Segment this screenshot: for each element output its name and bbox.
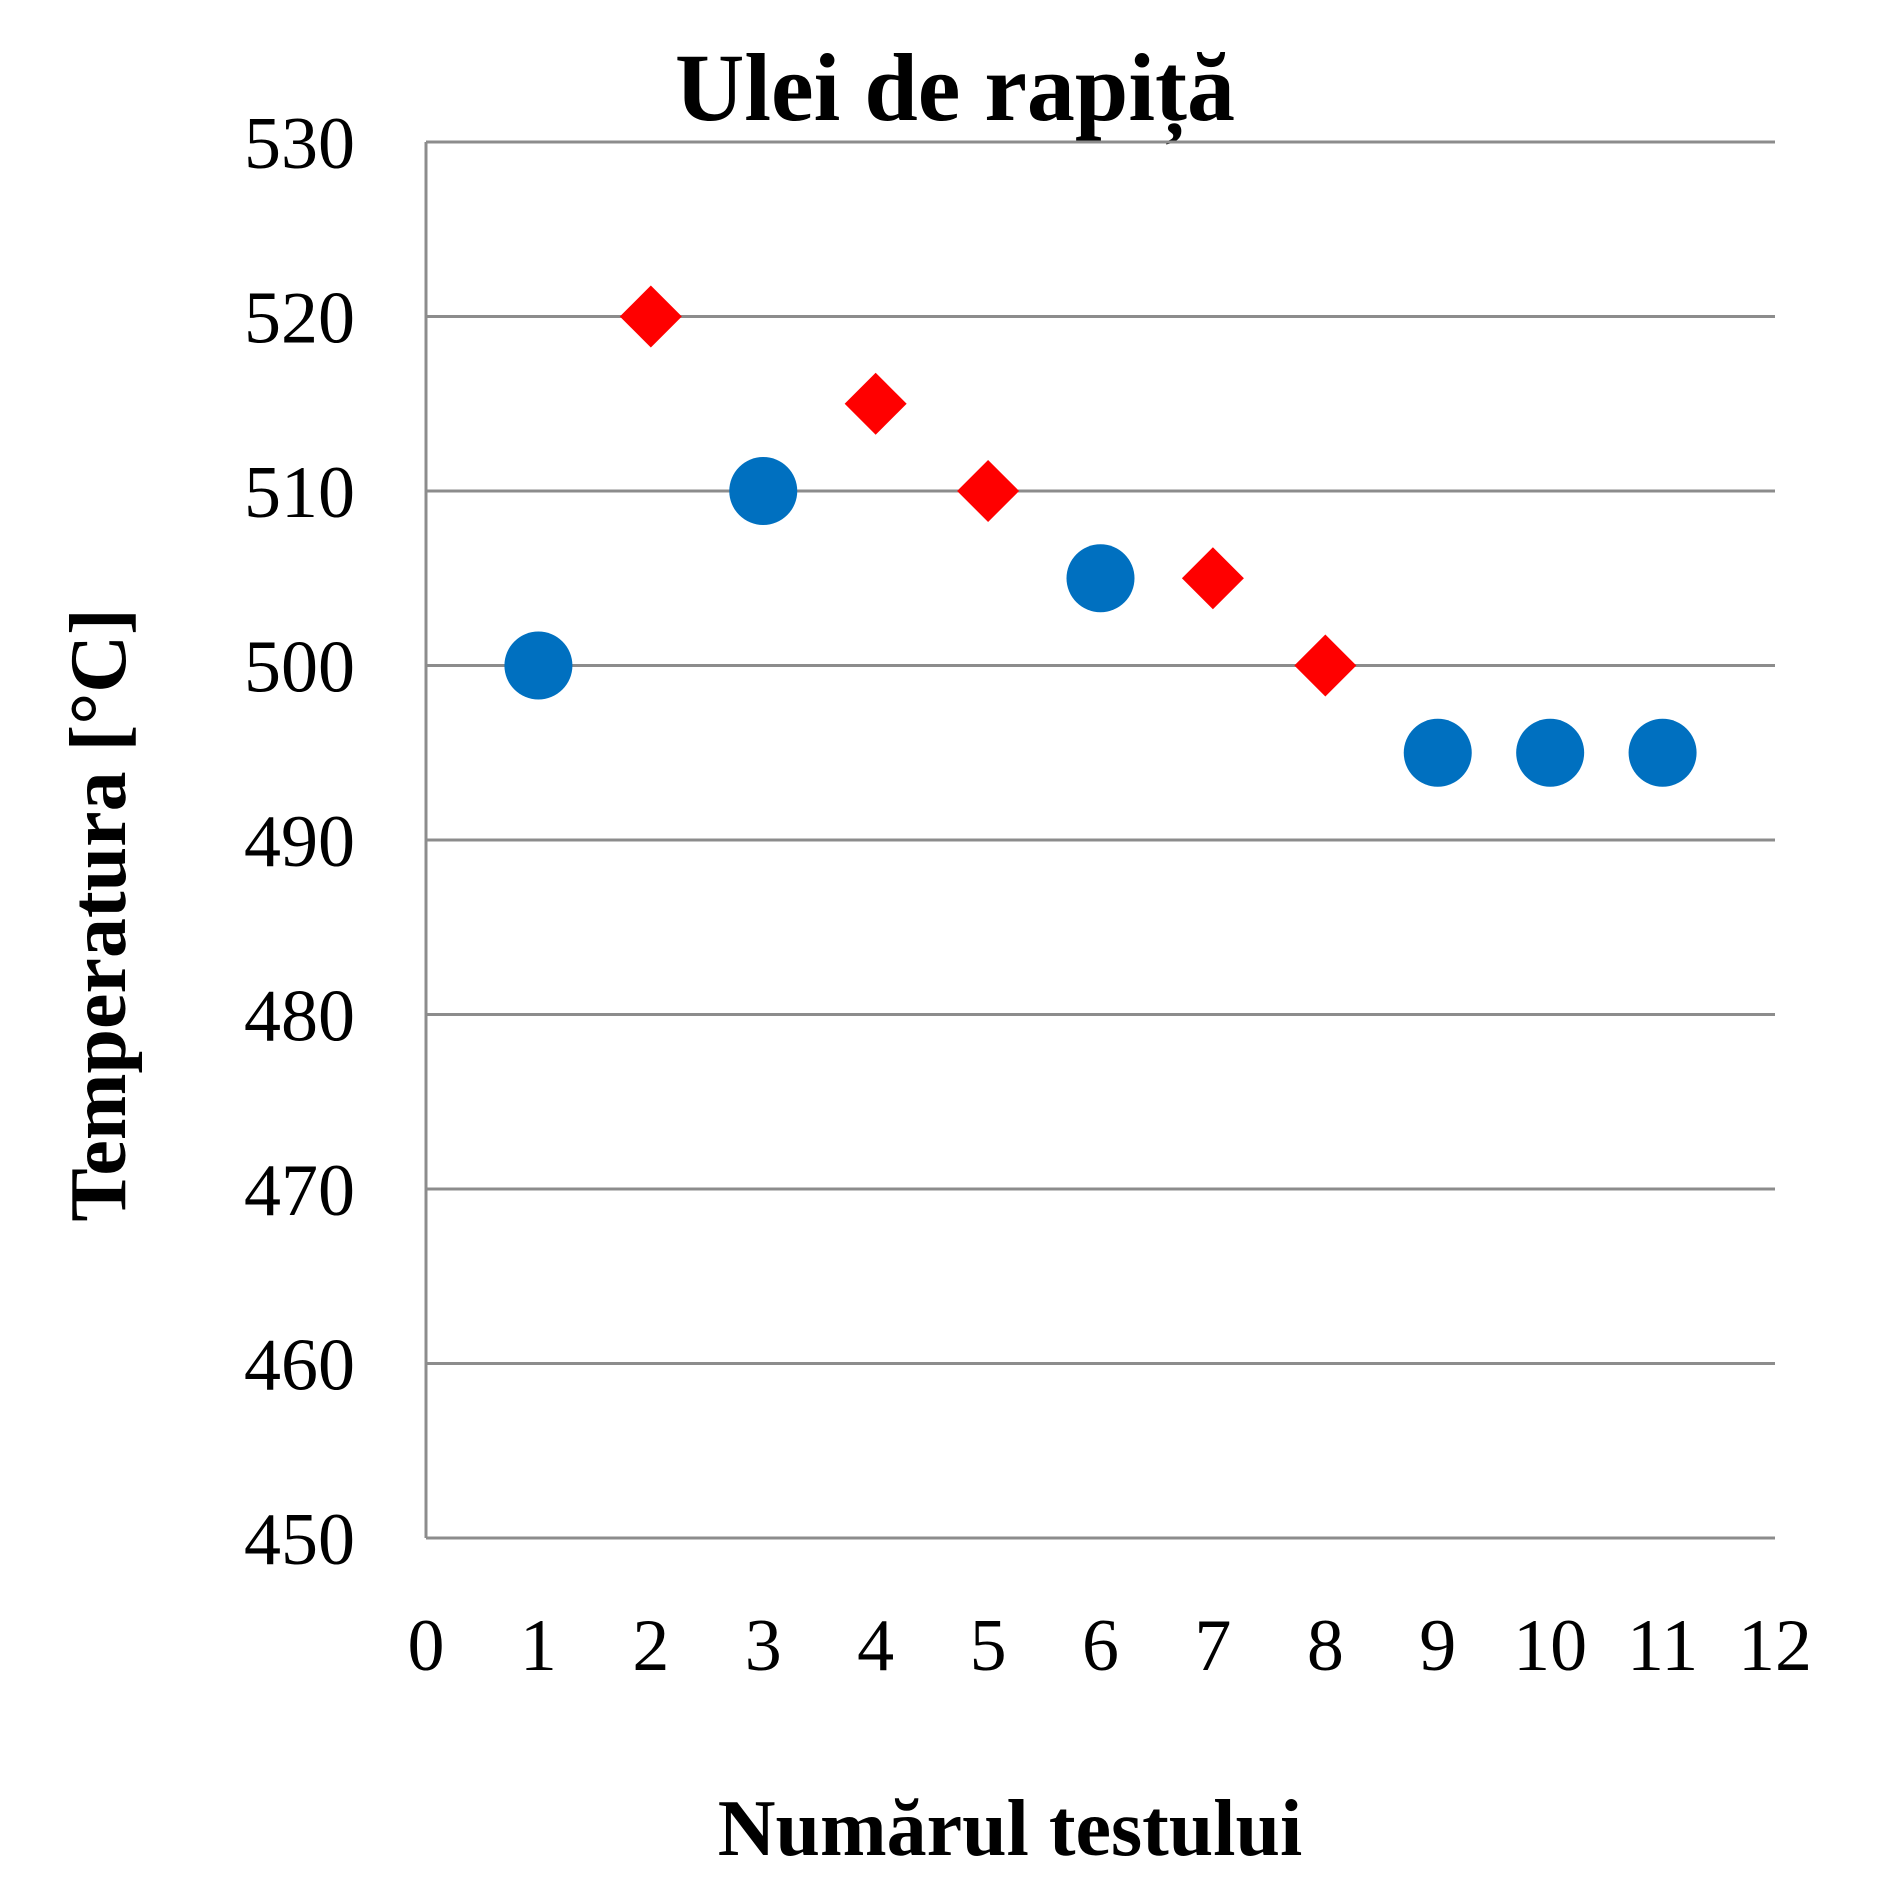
x-tick-label-10: 10 [1513, 1605, 1587, 1687]
x-tick-label-6: 6 [1082, 1605, 1119, 1687]
y-axis-label: Temperatura [°C] [55, 608, 143, 1221]
x-tick-label-9: 9 [1419, 1605, 1456, 1687]
point-diamond-5 [957, 460, 1020, 522]
y-tick-labels: 450 460 470 480 490 500 510 520 530 [244, 103, 355, 1581]
point-diamond-4 [844, 372, 907, 435]
x-axis-label: Numărul testului [718, 1785, 1303, 1873]
y-tick-label-520: 520 [244, 278, 355, 360]
data-markers [504, 285, 1697, 787]
point-diamond-8 [1294, 634, 1357, 697]
point-circle-6 [1066, 544, 1135, 613]
point-circle-3 [729, 457, 798, 525]
y-tick-label-490: 490 [244, 801, 355, 883]
point-diamond-2 [619, 285, 682, 348]
y-tick-label-450: 450 [244, 1499, 355, 1581]
chart-title: Ulei de rapiță [675, 34, 1235, 145]
point-circle-9 [1403, 718, 1472, 787]
x-tick-label-12: 12 [1738, 1605, 1812, 1687]
point-diamond-7 [1181, 547, 1244, 610]
gridlines [426, 140, 1775, 1540]
x-tick-label-7: 7 [1194, 1605, 1231, 1687]
x-tick-label-5: 5 [970, 1605, 1007, 1687]
y-tick-label-460: 460 [244, 1325, 355, 1407]
x-tick-label-11: 11 [1627, 1605, 1698, 1687]
point-circle-11 [1628, 718, 1697, 787]
x-tick-label-8: 8 [1307, 1605, 1344, 1687]
x-tick-label-4: 4 [857, 1605, 894, 1687]
y-tick-label-500: 500 [244, 627, 355, 709]
y-tick-label-480: 480 [244, 976, 355, 1058]
y-tick-label-510: 510 [244, 452, 355, 534]
point-circle-1 [504, 631, 573, 700]
x-tick-label-0: 0 [408, 1605, 445, 1687]
x-tick-label-2: 2 [632, 1605, 669, 1687]
x-tick-label-1: 1 [520, 1605, 557, 1687]
y-tick-label-530: 530 [244, 103, 355, 185]
y-tick-label-470: 470 [244, 1150, 355, 1232]
point-circle-10 [1516, 718, 1585, 787]
x-tick-label-3: 3 [745, 1605, 782, 1687]
